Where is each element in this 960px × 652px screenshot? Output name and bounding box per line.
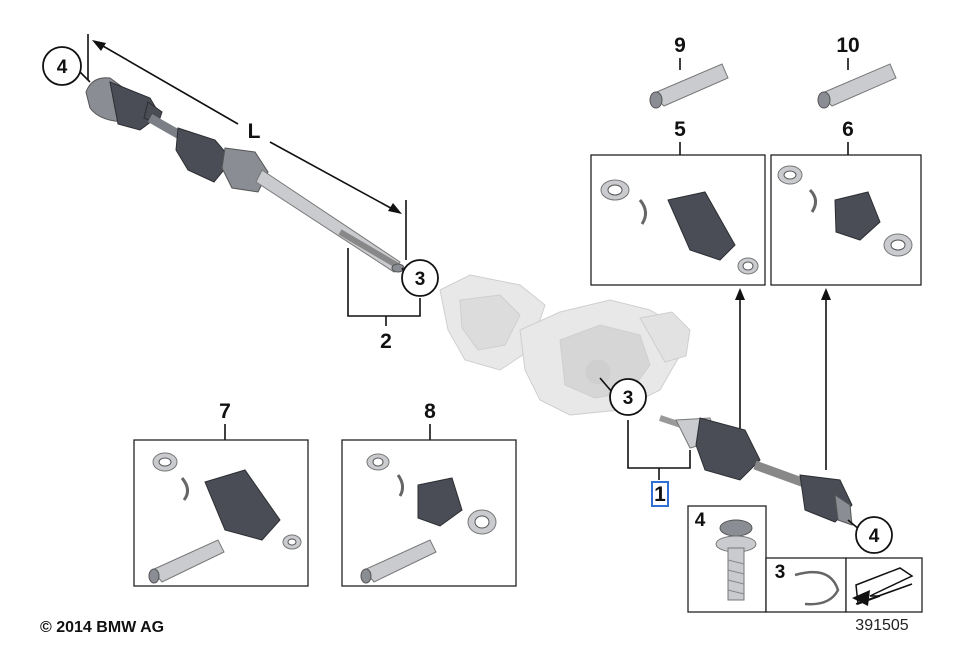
selection-highlight (651, 481, 669, 507)
repair-kit-7[interactable]: 7 (133, 400, 309, 587)
callout-3-center-label: 3 (623, 388, 634, 409)
inset-direction-arrow (845, 557, 923, 613)
callout-3-center[interactable]: 3 (599, 377, 647, 416)
bracket-1[interactable]: 1 (627, 420, 691, 507)
callout-4-top[interactable]: 4 (42, 46, 91, 86)
item-1-label: 1 (654, 483, 666, 506)
item-6-label: 6 (842, 118, 854, 141)
repair-kit-6[interactable]: 6 (770, 118, 922, 286)
callout-4-right[interactable]: 4 (847, 516, 893, 554)
callout-4-top-label: 4 (57, 57, 68, 78)
inset-circlip-3[interactable]: 3 (765, 557, 847, 613)
item-5-label: 5 (674, 118, 686, 141)
dimension-L-label: L (248, 120, 261, 143)
grease-tube-9[interactable]: 9 (649, 34, 729, 109)
right-drive-shaft[interactable] (659, 415, 853, 526)
callout-3-upper-label: 3 (415, 269, 426, 290)
callout-3-upper[interactable]: 3 (401, 259, 439, 297)
inset-3-label: 3 (775, 562, 786, 583)
item-10-label: 10 (836, 34, 859, 57)
repair-kit-8[interactable]: 8 (341, 400, 517, 587)
item-8-label: 8 (424, 400, 436, 423)
inset-bolt-4[interactable]: 4 (687, 505, 767, 613)
left-drive-shaft[interactable] (85, 77, 405, 273)
diagram-number: 391505 (855, 617, 908, 634)
callout-4-right-label: 4 (869, 526, 880, 547)
item-2-label: 2 (380, 330, 392, 353)
bracket-2: 2 (347, 248, 421, 353)
grease-tube-10[interactable]: 10 (817, 34, 897, 109)
front-axle-differential (439, 274, 691, 416)
copyright-text: © 2014 BMW AG (40, 619, 164, 636)
item-9-label: 9 (674, 34, 686, 57)
dimension-L: L (87, 34, 407, 260)
repair-kit-5[interactable]: 5 (590, 118, 766, 286)
item-7-label: 7 (219, 400, 231, 423)
inset-4-label: 4 (695, 510, 706, 531)
